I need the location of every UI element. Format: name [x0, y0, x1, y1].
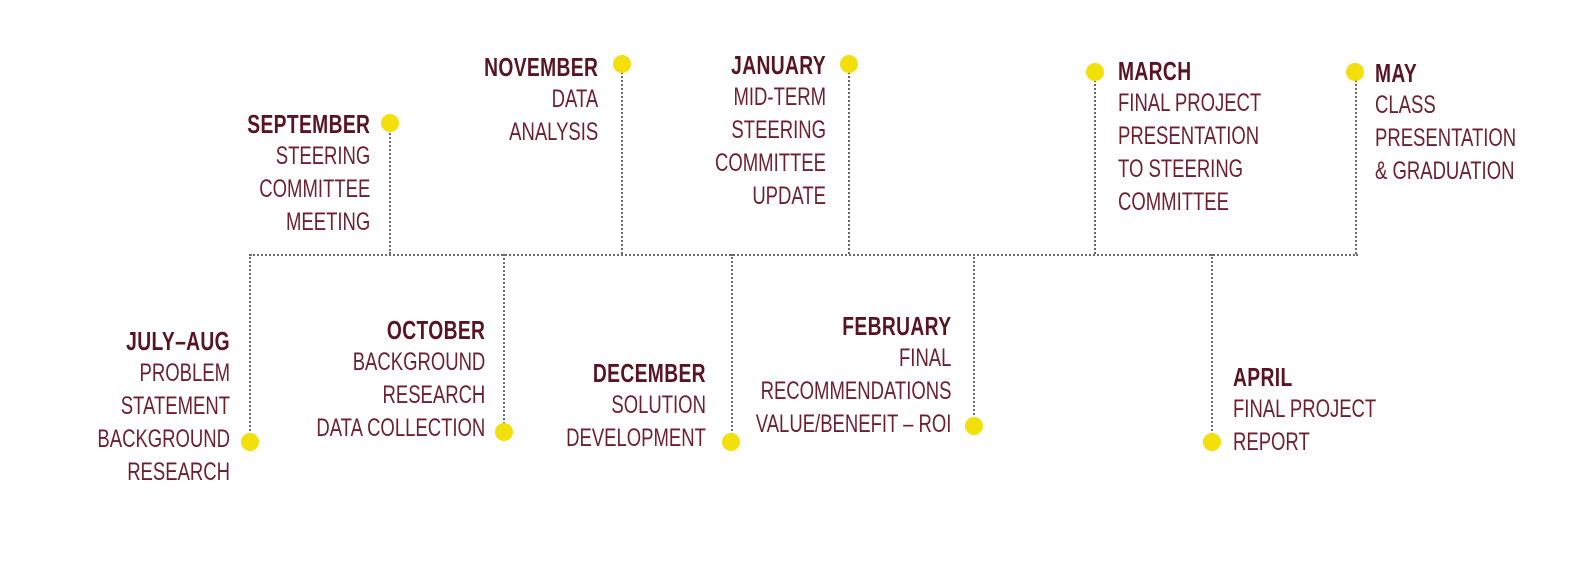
milestone-may: MAY CLASS PRESENTATION & GRADUATION: [1375, 57, 1566, 188]
milestone-text: STEERING: [275, 142, 370, 170]
milestone-dot-october: [495, 423, 513, 441]
milestone-month: NOVEMBER: [483, 52, 598, 82]
milestone-text: BACKGROUND: [352, 348, 485, 376]
milestone-february: FEBRUARY FINAL RECOMMENDATIONS VALUE/BEN…: [687, 310, 951, 441]
milestone-text: RESEARCH: [382, 381, 485, 409]
milestone-text: FINAL PROJECT: [1233, 395, 1377, 423]
milestone-text: PROBLEM STATEMENT: [120, 359, 230, 420]
milestone-text: COMMITTEE: [259, 175, 370, 203]
milestone-month: JANUARY: [731, 50, 826, 80]
milestone-text: FINAL: [898, 344, 951, 372]
milestone-text: PRESENTATION: [1375, 124, 1517, 152]
milestone-text: RECOMMENDATIONS: [760, 377, 951, 405]
milestone-dot-may: [1346, 63, 1364, 81]
milestone-dot-september: [381, 114, 399, 132]
milestone-dot-february: [965, 417, 983, 435]
connector-may: [1355, 72, 1357, 254]
connector-april: [1211, 254, 1213, 442]
milestone-text: FINAL PROJECT: [1118, 89, 1262, 117]
milestone-text: CLASS: [1375, 91, 1436, 119]
milestone-text: SOLUTION: [611, 391, 706, 419]
milestone-september: SEPTEMBER STEERING COMMITTEE MEETING: [204, 108, 370, 239]
connector-january: [848, 64, 850, 254]
milestone-month: APRIL: [1233, 362, 1293, 392]
milestone-dot-julyaug: [241, 433, 259, 451]
milestone-text: DATA COLLECTION: [316, 414, 485, 442]
milestone-text: TO STEERING: [1118, 155, 1244, 183]
milestone-text: DATA: [551, 85, 598, 113]
milestone-text: PRESENTATION: [1118, 122, 1260, 150]
milestone-text: DEVELOPMENT: [566, 424, 706, 452]
connector-september: [389, 122, 391, 254]
connector-julyaug: [249, 254, 251, 442]
milestone-text: COMMITTEE: [715, 149, 826, 177]
milestone-text: & GRADUATION: [1375, 157, 1515, 185]
milestone-dot-january: [840, 55, 858, 73]
milestone-text: REPORT: [1233, 428, 1310, 456]
milestone-march: MARCH FINAL PROJECT PRESENTATION TO STEE…: [1118, 55, 1312, 219]
connector-february: [973, 254, 975, 426]
milestone-text: MID-TERM: [733, 83, 826, 111]
milestone-text: VALUE/BENEFIT – ROI: [755, 410, 951, 438]
milestone-text: UPDATE: [752, 182, 826, 210]
milestone-text: STEERING: [731, 116, 826, 144]
milestone-text: BACKGROUND: [97, 425, 231, 453]
milestone-month: SEPTEMBER: [246, 109, 370, 139]
milestone-text: MEETING: [285, 208, 370, 236]
connector-november: [621, 64, 623, 254]
milestone-april: APRIL FINAL PROJECT REPORT: [1233, 361, 1427, 459]
milestone-january: JANUARY MID-TERM STEERING COMMITTEE UPDA…: [676, 49, 826, 213]
connector-december: [731, 254, 733, 442]
milestone-dot-november: [613, 55, 631, 73]
connector-october: [503, 254, 505, 432]
milestone-month: FEBRUARY: [841, 311, 951, 341]
milestone-october: OCTOBER BACKGROUND RESEARCH DATA COLLECT…: [257, 314, 485, 445]
milestone-month: MAY: [1375, 58, 1418, 88]
milestone-december: DECEMBER SOLUTION DEVELOPMENT: [517, 357, 706, 455]
milestone-month: MARCH: [1118, 56, 1192, 86]
connector-march: [1094, 72, 1096, 254]
milestone-november: NOVEMBER DATA ANALYSIS: [444, 51, 598, 149]
timeline-axis: [250, 254, 1358, 256]
milestone-dot-march: [1086, 63, 1104, 81]
milestone-text: ANALYSIS: [508, 118, 598, 146]
milestone-dot-april: [1203, 433, 1221, 451]
milestone-text: RESEARCH: [127, 458, 230, 486]
milestone-julyaug: JULY–AUG PROBLEM STATEMENT BACKGROUND RE…: [0, 325, 230, 489]
milestone-text: COMMITTEE: [1118, 188, 1229, 216]
milestone-month: OCTOBER: [386, 315, 485, 345]
milestone-dot-december: [722, 433, 740, 451]
milestone-month: DECEMBER: [592, 358, 706, 388]
milestone-month: JULY–AUG: [126, 326, 230, 356]
